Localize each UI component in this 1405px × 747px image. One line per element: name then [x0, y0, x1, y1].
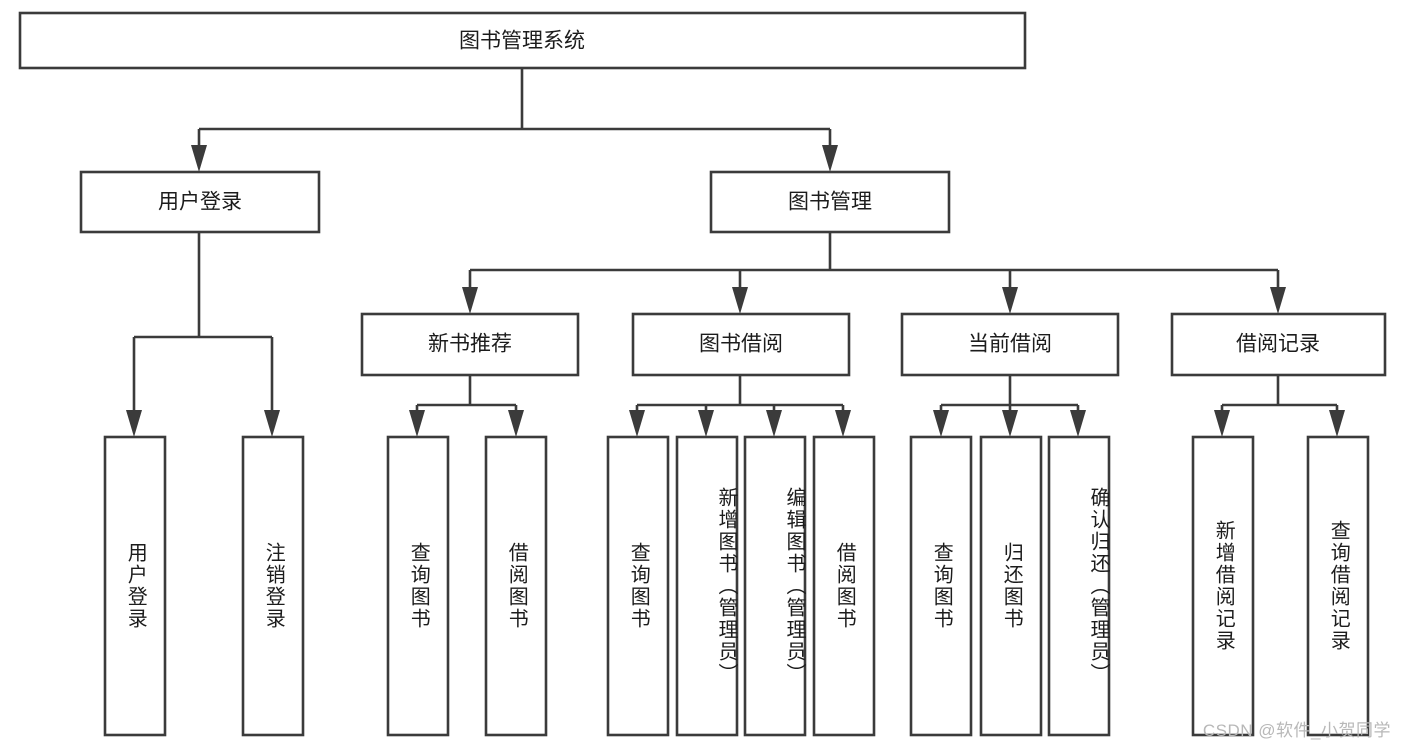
connector-group-current-borrow-leaves [933, 375, 1086, 437]
arrow-head-to-leaf-edit-book-admin [766, 410, 782, 437]
leaf-box-query-book-1[interactable] [386, 435, 450, 737]
leaf-box-query-book-3[interactable] [909, 435, 973, 737]
leaf-box-add-book-admin[interactable] [675, 435, 739, 737]
connector-group-book-borrow-leaves [629, 375, 851, 437]
node-box-borrow-record[interactable] [1170, 312, 1387, 377]
arrow-head-to-leaf-query-book-2 [629, 410, 645, 437]
arrow-head-to-borrow-record [1270, 287, 1286, 314]
leaf-box-logout-login[interactable] [241, 435, 305, 737]
node-label-book-borrow: 图书借阅 [699, 333, 783, 356]
arrow-head-to-leaf-logout-login [264, 410, 280, 437]
node-box-book-management[interactable] [709, 170, 951, 234]
arrow-head-to-leaf-confirm-return-admin [1070, 410, 1086, 437]
arrow-head-to-leaf-add-borrow-record [1214, 410, 1230, 437]
node-box-new-book-recommend[interactable] [360, 312, 580, 377]
arrow-head-to-leaf-query-book-3 [933, 410, 949, 437]
arrow-head-to-leaf-query-book-1 [409, 410, 425, 437]
arrow-head-to-leaf-return-book [1002, 410, 1018, 437]
arrow-head-to-leaf-borrow-book-2 [835, 410, 851, 437]
arrow-head-to-current-borrow [1002, 287, 1018, 314]
leaf-box-borrow-book-2[interactable] [812, 435, 876, 737]
leaf-box-query-borrow-record[interactable] [1306, 435, 1370, 737]
node-label-user-login: 用户登录 [158, 191, 242, 214]
node-label-book-management: 图书管理 [788, 191, 872, 214]
leaf-box-borrow-book-1[interactable] [484, 435, 548, 737]
leaf-box-user-login[interactable] [103, 435, 167, 737]
connector-group-book-management [462, 232, 1286, 314]
leaf-box-confirm-return-admin[interactable] [1047, 435, 1111, 737]
connector-group-borrow-record-leaves [1214, 375, 1345, 437]
leaf-box-return-book[interactable] [979, 435, 1043, 737]
arrow-head-to-leaf-borrow-book-1 [508, 410, 524, 437]
leaf-box-add-borrow-record[interactable] [1191, 435, 1255, 737]
connector-group-root [191, 68, 838, 172]
leaf-box-query-book-2[interactable] [606, 435, 670, 737]
node-label-title: 图书管理系统 [459, 30, 585, 53]
node-label-new-book-recommend: 新书推荐 [428, 333, 512, 356]
arrow-head-to-leaf-query-borrow-record [1329, 410, 1345, 437]
arrow-head-to-leaf-add-book-admin [698, 410, 714, 437]
connector-group-user-login-leaves [126, 232, 280, 437]
node-label-borrow-record: 借阅记录 [1236, 333, 1320, 356]
node-box-title[interactable] [18, 11, 1027, 70]
connector-group-new-book-recommend-leaves [409, 375, 524, 437]
node-label-current-borrow: 当前借阅 [968, 333, 1052, 356]
arrow-head-to-new-book-recommend [462, 287, 478, 314]
arrow-head-to-leaf-user-login [126, 410, 142, 437]
node-box-user-login[interactable] [79, 170, 321, 234]
arrow-head-to-user-login [191, 145, 207, 172]
node-box-book-borrow[interactable] [631, 312, 851, 377]
arrow-head-to-book-management [822, 145, 838, 172]
arrow-head-to-book-borrow [732, 287, 748, 314]
leaf-box-edit-book-admin[interactable] [743, 435, 807, 737]
node-box-current-borrow[interactable] [900, 312, 1120, 377]
